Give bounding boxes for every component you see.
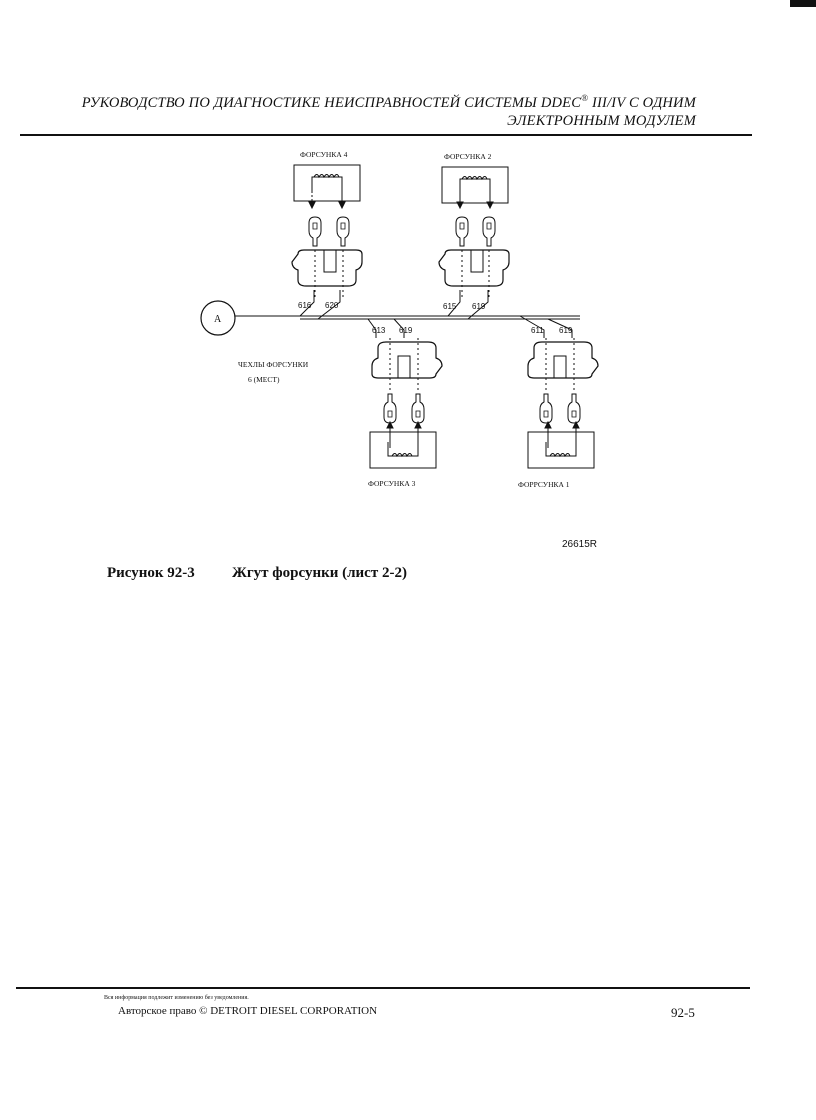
injector-2-boot-icon xyxy=(438,249,510,287)
wire-616: 616 xyxy=(298,301,312,310)
footer-rule xyxy=(16,987,750,989)
injector-1-terminal-icon xyxy=(567,393,581,424)
wire-613: 613 xyxy=(372,326,386,335)
page-number: 92-5 xyxy=(671,1005,695,1020)
injector-4-coil-icon xyxy=(293,164,361,202)
figure-caption-title: Жгут форсунки (лист 2-2) xyxy=(232,565,407,581)
injector-4-leads xyxy=(308,191,346,210)
header-title-line1: РУКОВОДСТВО ПО ДИАГНОСТИКЕ НЕИСПРАВНОСТЕ… xyxy=(81,93,696,111)
injector-1-terminal-icon xyxy=(539,393,553,424)
wire-615: 615 xyxy=(443,302,457,311)
injector-2-terminal-icon xyxy=(455,216,469,247)
harness-bus xyxy=(235,290,580,338)
injector-3-coil-icon xyxy=(369,431,437,469)
covers-label-line1: ЧЕХЛЫ ФОРСУНКИ xyxy=(238,360,309,369)
wire-619: 619 xyxy=(399,326,413,335)
injector-harness-diagram: ФОРСУНКА 4 ФОРСУНКА 2 A xyxy=(200,150,599,489)
footer-copyright: Авторское право © DETROIT DIESEL CORPORA… xyxy=(118,1005,378,1017)
injector-3-label: ФОРСУНКА 3 xyxy=(368,479,416,488)
injector-3-leads xyxy=(386,420,422,448)
injector-2-label: ФОРСУНКА 2 xyxy=(444,152,492,161)
injector-2-leads xyxy=(456,193,494,210)
injector-3-boot-icon xyxy=(371,341,443,379)
wire-619: 619 xyxy=(559,326,573,335)
injector-3-dashes xyxy=(389,338,419,390)
connector-a xyxy=(200,300,236,336)
injector-1-coil-icon xyxy=(527,431,595,469)
scan-corner-mark xyxy=(790,0,816,7)
injector-3-terminal-icon xyxy=(383,393,397,424)
injector-2-terminal-icon xyxy=(482,216,496,247)
figure-caption-number: Рисунок 92-3 xyxy=(107,565,195,581)
injector-1-leads xyxy=(544,420,580,448)
header-rule xyxy=(20,134,752,136)
injector-3-terminal-icon xyxy=(411,393,425,424)
covers-label-line2: 6 (МЕСТ) xyxy=(248,375,280,384)
injector-4-label: ФОРСУНКА 4 xyxy=(300,150,348,159)
injector-4-terminal-icon xyxy=(336,216,350,247)
footer-notice: Вся информация подлежит изменению без ув… xyxy=(104,995,249,1001)
injector-1-dashes xyxy=(545,338,575,390)
connector-a-label: A xyxy=(214,314,222,325)
injector-4-boot-icon xyxy=(291,249,363,287)
figure-id: 26615R xyxy=(562,539,598,550)
wire-620: 620 xyxy=(325,301,339,310)
injector-2-dashes xyxy=(461,250,490,300)
injector-4-dashes xyxy=(314,250,344,300)
injector-4-terminal-icon xyxy=(308,216,322,247)
wire-611: 611 xyxy=(531,326,544,335)
injector-1-boot-icon xyxy=(527,341,599,379)
header-title-line2: ЭЛЕКТРОННЫМ МОДУЛЕМ xyxy=(507,113,696,129)
injector-1-label: ФОРРСУНКА 1 xyxy=(518,480,570,489)
injector-2-coil-icon xyxy=(441,166,509,204)
wire-619: 619 xyxy=(472,302,486,311)
